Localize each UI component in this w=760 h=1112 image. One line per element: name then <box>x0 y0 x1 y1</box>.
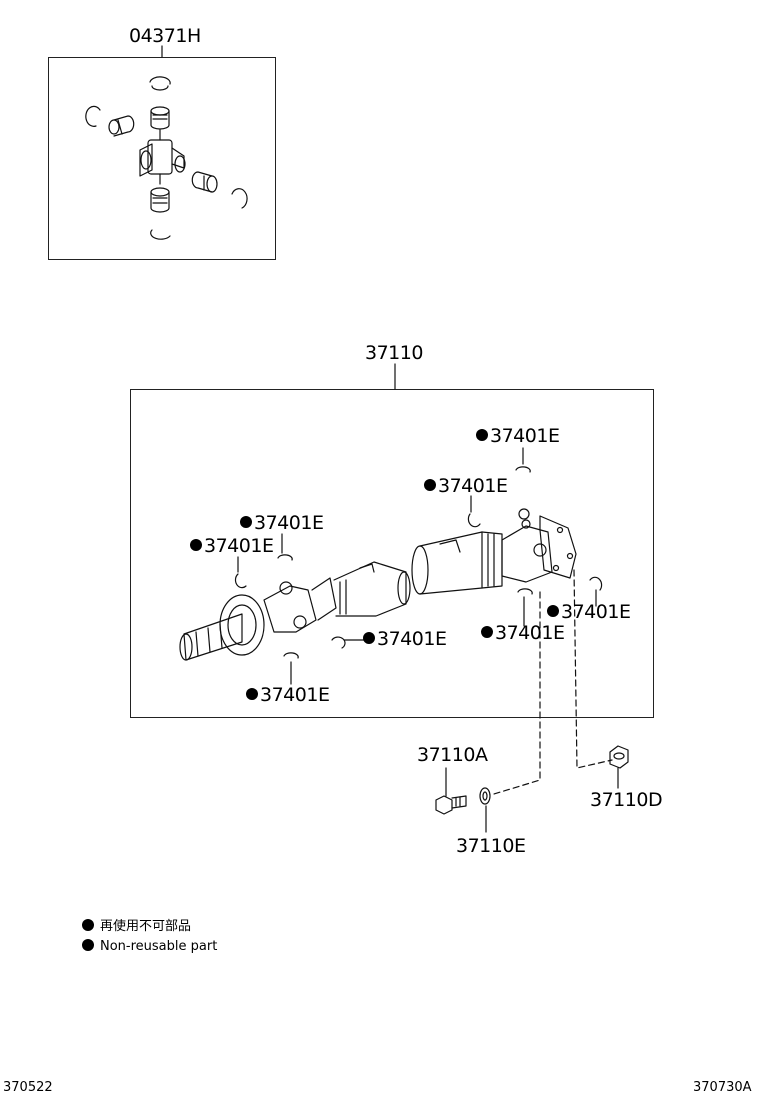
snap-ring-right-icon <box>231 188 248 209</box>
washer-icon <box>479 787 491 805</box>
snap-ring-c1-icon <box>515 466 531 473</box>
bearing-cup-top-icon <box>150 106 170 130</box>
bearing-cup-left-icon <box>108 115 135 137</box>
legend-english-text: Non-reusable part <box>100 939 218 954</box>
bearing-cup-right-icon <box>191 171 218 193</box>
spider-cross-icon <box>139 129 186 185</box>
bolt-dashed-line <box>493 591 541 795</box>
snap-ring-c6-icon <box>589 576 603 591</box>
callout-label: 37401E <box>476 427 560 446</box>
callout-label: 37401E <box>547 603 631 622</box>
callout-label: 37401E <box>424 477 508 496</box>
snap-ring-c5-icon <box>517 588 533 595</box>
snap-ring-c7-icon <box>331 636 346 649</box>
assembly-part-label: 37110 <box>365 342 423 364</box>
bolt-icon <box>435 795 467 815</box>
nut-part-label: 37110D <box>590 789 663 811</box>
snap-ring-c3-icon <box>277 554 293 561</box>
snap-ring-top-icon <box>149 76 171 85</box>
callout-label: 37401E <box>481 624 565 643</box>
rear-shaft-tube-icon <box>411 531 503 595</box>
callout-label: 37401E <box>190 537 274 556</box>
snap-ring-c2-icon <box>467 513 481 528</box>
snap-ring-c8-icon <box>283 652 299 659</box>
callout-label: 37401E <box>363 630 447 649</box>
rear-universal-joint-icon <box>501 508 553 583</box>
callout-label: 37401E <box>246 686 330 705</box>
legend-english: Non-reusable part <box>82 939 217 953</box>
snap-ring-left-icon <box>85 105 101 127</box>
callout-label: 37401E <box>240 514 324 533</box>
nut-icon <box>609 745 629 769</box>
assembly-frame <box>130 389 654 718</box>
legend-japanese: 再使用不可部品 <box>82 919 191 933</box>
bolt-part-label: 37110A <box>417 744 488 766</box>
footer-left-code: 370522 <box>3 1080 53 1095</box>
legend-bullet-icon <box>82 919 94 931</box>
front-yoke-icon <box>179 594 265 661</box>
bearing-cup-bottom-icon <box>150 187 170 213</box>
companion-flange-icon <box>539 515 577 579</box>
front-shaft-tube-icon <box>333 561 411 617</box>
snap-ring-c4-icon <box>234 573 247 589</box>
kit-part-label: 04371H <box>129 25 201 47</box>
legend-bullet-icon <box>82 939 94 951</box>
washer-part-label: 37110E <box>456 835 526 857</box>
legend-japanese-text: 再使用不可部品 <box>100 919 192 934</box>
footer-right-code: 370730A <box>693 1080 752 1095</box>
front-universal-joint-icon <box>263 577 337 633</box>
nut-dashed-line <box>573 569 613 769</box>
snap-ring-bottom-icon <box>150 229 171 240</box>
